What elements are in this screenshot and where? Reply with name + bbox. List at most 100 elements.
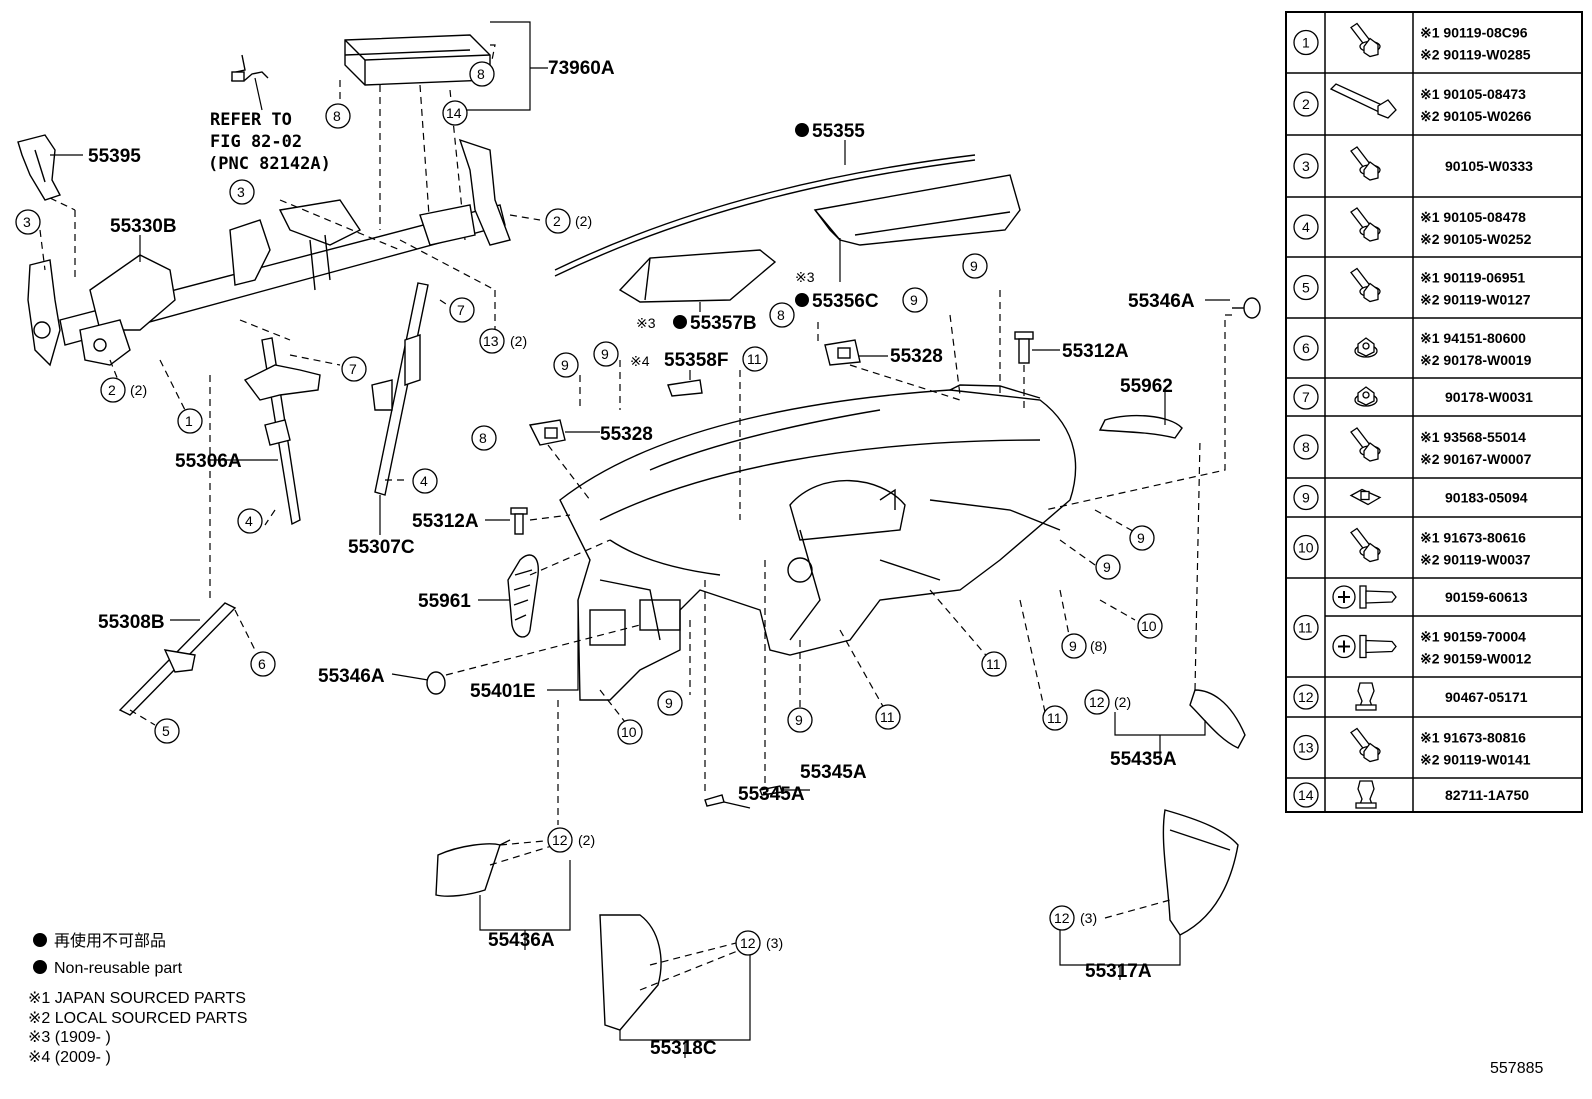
- callout-9-h[interactable]: 9: [657, 690, 683, 716]
- svg-text:4: 4: [420, 473, 428, 489]
- callout-8-left[interactable]: 8: [471, 425, 497, 451]
- table-row-number: 13: [1293, 734, 1319, 761]
- callout-14[interactable]: 14: [442, 100, 468, 126]
- callout-7-upper[interactable]: 7: [449, 297, 475, 323]
- svg-text:5: 5: [1302, 280, 1310, 296]
- callout-9-e[interactable]: 9: [1129, 525, 1155, 551]
- callout-9-b[interactable]: 9: [902, 287, 928, 313]
- callouts: 8 8 14 3 3 2 (2) 7 13 (2) 7 2 (2) 1 4 4 …: [15, 61, 1163, 956]
- callout-10-right[interactable]: 10: [1137, 613, 1163, 639]
- stud-55312a-left[interactable]: [510, 507, 528, 535]
- callout-11-right[interactable]: 11: [981, 651, 1007, 677]
- svg-text:8: 8: [777, 307, 785, 323]
- flange-bolt-icon: [1350, 267, 1381, 303]
- callout-8-top-left[interactable]: 8: [325, 103, 351, 129]
- lower-cover-55436a[interactable]: [435, 839, 511, 897]
- callout-12-a[interactable]: 12: [1084, 689, 1110, 715]
- label-55306a: 55306A: [175, 451, 242, 472]
- stud-55312a-right[interactable]: [1014, 331, 1034, 364]
- table-row-number: 7: [1293, 384, 1319, 410]
- cap-55346a-left[interactable]: [426, 671, 446, 695]
- table-row-number: 1: [1293, 29, 1319, 56]
- non-reusable-dot: [673, 315, 687, 329]
- label-55318c: 55318C: [650, 1038, 717, 1059]
- callout-1[interactable]: 1: [177, 408, 203, 434]
- brace-55308b[interactable]: [118, 602, 237, 716]
- defroster-nozzle-55357b[interactable]: [618, 249, 777, 303]
- part-code: ※1 90105-08473: [1420, 86, 1526, 102]
- svg-text:13: 13: [1298, 740, 1314, 756]
- side-cover-55435a[interactable]: [1189, 689, 1246, 749]
- label-55436a: 55436A: [488, 930, 555, 951]
- callout-11-top[interactable]: 11: [742, 346, 768, 372]
- bracket-55395[interactable]: [17, 134, 62, 201]
- callout-9-d[interactable]: 9: [553, 352, 579, 378]
- callout-3-center[interactable]: 3: [229, 179, 255, 205]
- callout-10-left[interactable]: 10: [617, 719, 643, 745]
- callout-5[interactable]: 5: [154, 718, 180, 744]
- legend-note-2: ※2 LOCAL SOURCED PARTS: [28, 1010, 247, 1027]
- callout-11-low[interactable]: 11: [1042, 705, 1068, 731]
- svg-text:2: 2: [108, 382, 116, 398]
- callout-2-left[interactable]: 2: [100, 377, 126, 403]
- callout-7-lower[interactable]: 7: [341, 356, 367, 382]
- svg-text:9: 9: [970, 258, 978, 274]
- legend-jp: 再使用不可部品: [54, 932, 166, 950]
- callout-12-d[interactable]: 12: [1049, 905, 1075, 931]
- label-55345a-b: 55345A: [738, 784, 805, 805]
- ecu-box-73960a[interactable]: [344, 34, 491, 86]
- callout-6[interactable]: 6: [250, 651, 276, 677]
- part-code: ※1 94151-80600: [1420, 330, 1526, 346]
- label-55961: 55961: [418, 591, 471, 612]
- label-55356c: 55356C: [812, 291, 879, 312]
- callout-8-top-right[interactable]: 8: [469, 61, 495, 87]
- svg-text:8: 8: [477, 66, 485, 82]
- instrument-panel-55401e[interactable]: [559, 384, 1077, 701]
- svg-text:2: 2: [553, 213, 561, 229]
- reinforcement-beam-55330b[interactable]: [27, 138, 511, 367]
- table-row-number: 3: [1293, 153, 1319, 179]
- bracket-55328-left[interactable]: [528, 419, 566, 446]
- label-55346a-left: 55346A: [318, 666, 385, 687]
- callout-2-right[interactable]: 2: [545, 208, 571, 234]
- callout-9-c[interactable]: 9: [593, 341, 619, 367]
- label-55345a-a: 55345A: [800, 762, 867, 783]
- svg-text:12: 12: [1054, 910, 1070, 926]
- lower-cover-55317a[interactable]: [1162, 809, 1239, 936]
- callout-9-g[interactable]: 9: [1061, 633, 1087, 659]
- brace-55306a[interactable]: [243, 337, 321, 526]
- callout-13[interactable]: 13: [479, 328, 505, 354]
- svg-text:1: 1: [1302, 35, 1310, 51]
- svg-text:3: 3: [237, 184, 245, 200]
- callout-8-mid[interactable]: 8: [769, 302, 795, 328]
- callout-12-b[interactable]: 12: [547, 827, 573, 853]
- svg-text:5: 5: [162, 723, 170, 739]
- phillips-screw-icon: [1332, 634, 1397, 659]
- defroster-nozzle-55356c[interactable]: [813, 174, 1021, 246]
- svg-text:10: 10: [1141, 618, 1157, 634]
- callout-3-left[interactable]: 3: [15, 209, 41, 235]
- cap-55346a-right[interactable]: [1232, 297, 1261, 319]
- callout-12-c[interactable]: 12: [735, 930, 761, 956]
- clip-55345a-a[interactable]: [759, 785, 783, 796]
- callout-11-mid[interactable]: 11: [875, 704, 901, 730]
- side-register-55961[interactable]: [507, 554, 539, 638]
- qty-9-g: (8): [1090, 638, 1107, 654]
- svg-text:11: 11: [986, 656, 1001, 672]
- qty-12-c: (3): [766, 935, 783, 951]
- callout-9-f[interactable]: 9: [1095, 554, 1121, 580]
- callout-4-lower[interactable]: 4: [237, 508, 263, 534]
- pad-55358f[interactable]: [667, 379, 703, 397]
- callout-9-a[interactable]: 9: [962, 253, 988, 279]
- seal-strip-55355[interactable]: [554, 154, 976, 277]
- trim-strip-55962[interactable]: [1098, 414, 1183, 439]
- clip-55345a-b[interactable]: [704, 794, 725, 807]
- bracket-55328-right[interactable]: [824, 339, 861, 366]
- brace-55307c[interactable]: [371, 282, 429, 496]
- callout-4-upper[interactable]: 4: [412, 468, 438, 494]
- svg-text:9: 9: [1103, 559, 1111, 575]
- svg-text:13: 13: [483, 333, 499, 349]
- label-55317a: 55317A: [1085, 961, 1152, 982]
- callout-9-i[interactable]: 9: [787, 707, 813, 733]
- lower-cover-55318c[interactable]: [599, 914, 662, 1031]
